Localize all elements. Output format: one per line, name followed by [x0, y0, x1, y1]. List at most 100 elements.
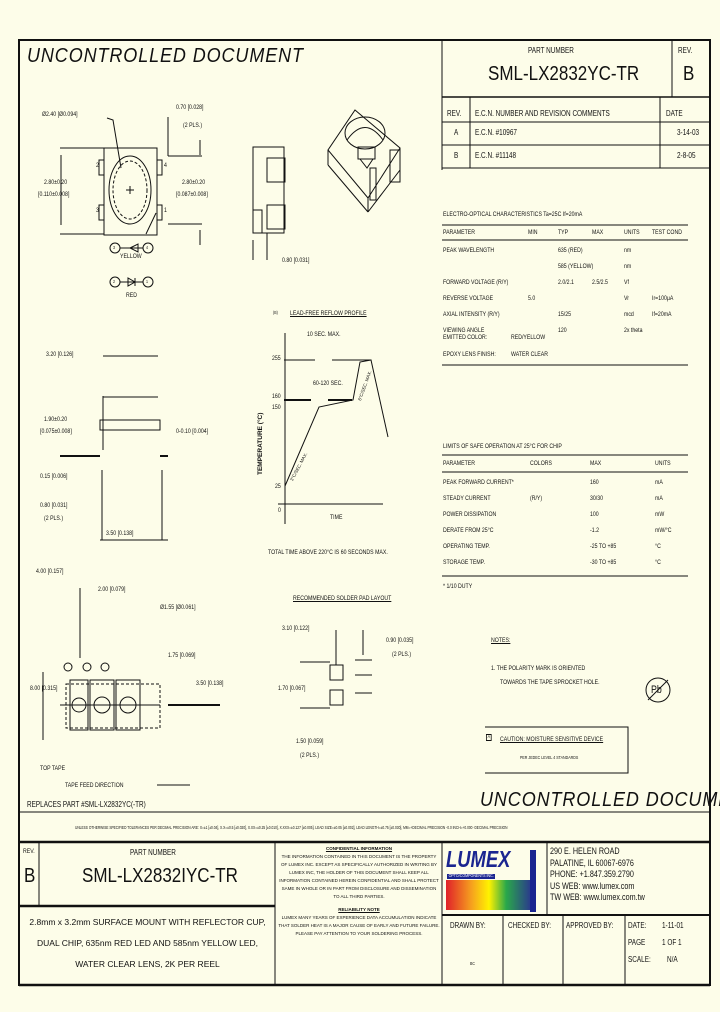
reliability-title: RELIABILITY NOTE: [338, 907, 380, 912]
carrier-tape: [65, 683, 161, 729]
eo-cell: 635 (RED): [558, 247, 583, 254]
reflow-ytick: 150: [272, 404, 281, 411]
tape-hole-dia: Ø1.55 [Ø0.061]: [160, 604, 196, 611]
notes-title: NOTES:: [491, 637, 511, 644]
note-item: 1. THE POLARITY MARK IS ORIENTED: [491, 665, 586, 672]
dim-lead-w: 0.80 [0.031]: [40, 502, 68, 509]
uncontrolled-stamp-bottom: UNCONTROLLED DOCUMENT: [480, 789, 720, 811]
address-line: PALATINE, IL 60067-6976: [550, 857, 634, 868]
eo-header: PARAMETER: [443, 229, 475, 236]
caution-text: CAUTION: MOISTURE SENSITIVE DEVICE: [500, 736, 604, 743]
description-line: WATER CLEAR LENS, 2K PER REEL: [75, 959, 220, 969]
address-line: US WEB: www.lumex.com: [550, 880, 635, 891]
led-top-view: [103, 147, 158, 236]
limits-header: UNITS: [655, 460, 671, 467]
dim-side: 0.80 [0.031]: [282, 257, 310, 264]
limits-header: COLORS: [530, 460, 552, 467]
address-line: 290 E. HELEN ROAD: [550, 846, 620, 856]
scale-label: SCALE:: [628, 955, 651, 964]
eo-cell: mcd: [624, 311, 634, 318]
limits-title: LIMITS OF SAFE OPERATION AT 25°C FOR CHI…: [443, 443, 562, 450]
tolerance-note: UNLESS OTHERWISE SPECIFIED TOLERANCES PE…: [75, 825, 508, 830]
dim-thickness: 1.90±0.20: [44, 416, 68, 423]
eo-cell: Vf: [624, 279, 629, 286]
dim-thickness-in: [0.075±0.008]: [40, 428, 72, 435]
limits-cell: mW: [655, 511, 665, 518]
limits-cell: -30 TO +85: [590, 559, 617, 566]
limits-cell: 30/30: [590, 495, 604, 502]
limits-cell: (R/Y): [530, 495, 543, 502]
pad-width: 0.90 [0.035]: [386, 637, 414, 644]
epoxy-value: WATER CLEAR: [511, 351, 548, 358]
confidential-title: CONFIDENTIAL INFORMATION: [325, 846, 393, 851]
reflow-ytick: 160: [272, 393, 281, 400]
reflow-peak-time: 10 SEC. MAX.: [307, 331, 341, 338]
emitted-value: RED/YELLOW: [511, 334, 546, 341]
eo-cell: PEAK WAVELENGTH: [443, 247, 495, 254]
date-label: DATE:: [628, 921, 647, 930]
dim-height-left: 2.80±0.20: [44, 179, 68, 186]
limits-cell: °C: [655, 543, 661, 550]
checked-by-label: CHECKED BY:: [508, 921, 552, 930]
eo-cell: 120: [558, 327, 567, 334]
description-line: DUAL CHIP, 635nm RED LED AND 585nm YELLO…: [37, 938, 258, 948]
eo-header: UNITS: [624, 229, 640, 236]
rev-label: REV.: [678, 46, 693, 55]
logo-rainbow: [446, 880, 532, 910]
eo-header: TEST COND: [652, 229, 682, 236]
dim-pad-width-qty: (2 PLS.): [183, 122, 203, 129]
eo-cell: 5.0: [528, 295, 536, 302]
caution-marker: A: [486, 734, 492, 741]
limits-cell: DERATE FROM 25°C: [443, 527, 494, 534]
eo-cell: Ir=100µA: [652, 295, 674, 302]
dim-lens-dia: Ø2.40 [Ø0.094]: [42, 111, 78, 118]
tape-feed-label: TAPE FEED DIRECTION: [65, 782, 124, 789]
reliability-text: LUMEX MANY YEARS OF EXPERIENCE DATA ACCU…: [278, 915, 440, 936]
dim-lead-w-qty: (2 PLS.): [44, 515, 64, 522]
dim-lead-t: 0.15 [0.006]: [40, 473, 68, 480]
limits-cell: -25 TO +85: [590, 543, 617, 550]
top-tape-label: TOP TAPE: [40, 765, 66, 772]
pad-pitch: 3.10 [0.122]: [282, 625, 310, 632]
eo-cell: 15/25: [558, 311, 572, 318]
page-value: 1 OF 1: [662, 938, 682, 947]
red-label: RED: [126, 292, 137, 299]
tb-description: 2.8mm x 3.2mm SURFACE MOUNT WITH REFLECT…: [20, 912, 275, 975]
revision-row-date: 3-14-03: [677, 128, 700, 137]
address-line: PHONE: +1.847.359.2790: [550, 869, 634, 879]
solder-pad-title: RECOMMENDED SOLDER PAD LAYOUT: [293, 595, 392, 602]
solder-pad: [329, 689, 344, 706]
lumex-logo-sub: OPTO/COMPONENTS INC.: [447, 873, 496, 879]
eo-cell: 2x theta: [624, 327, 643, 334]
limits-cell: 160: [590, 479, 599, 486]
led-profile-view: [99, 419, 161, 431]
tape-edge: 1.75 [0.069]: [168, 652, 196, 659]
reflow-curve: [284, 359, 389, 487]
limits-cell: 100: [590, 511, 599, 518]
tape-hole-pitch: 2.00 [0.079]: [98, 586, 126, 593]
eo-header: TYP: [558, 229, 569, 236]
ecn-col-header: E.C.N. NUMBER AND REVISION COMMENTS: [475, 109, 610, 118]
confidential-block: CONFIDENTIAL INFORMATION THE INFORMATION…: [278, 845, 440, 938]
tape-center: 3.50 [0.138]: [196, 680, 224, 687]
led-side-view: [252, 146, 285, 234]
dim-height-left-in: [0.110±0.008]: [38, 191, 70, 198]
tb-part-number-label: PART NUMBER: [130, 848, 176, 857]
approved-by-label: APPROVED BY:: [566, 921, 614, 930]
address-line: TW WEB: www.lumex.com.tw: [550, 892, 645, 902]
address-block: 290 E. HELEN ROAD PALATINE, IL 60067-697…: [550, 846, 645, 904]
reflow-xlabel: TIME: [330, 514, 343, 521]
date-value: 1-11-01: [662, 921, 684, 930]
dim-length: 3.20 [0.126]: [46, 351, 74, 358]
tb-rev-label: REV.: [23, 848, 35, 855]
limits-cell: mA: [655, 479, 663, 486]
dim-pad-width: 0.70 [0.028]: [176, 104, 204, 111]
pb-free-circle: [645, 677, 671, 703]
eo-cell: 585 (YELLOW): [558, 263, 594, 270]
revision-row-date: 2-8-05: [677, 151, 696, 160]
eo-cell: FORWARD VOLTAGE (R/Y): [443, 279, 509, 286]
lumex-logo: LUMEX: [446, 846, 511, 872]
eo-cell: VIEWING ANGLE: [443, 327, 485, 334]
yellow-label: YELLOW: [120, 253, 142, 260]
